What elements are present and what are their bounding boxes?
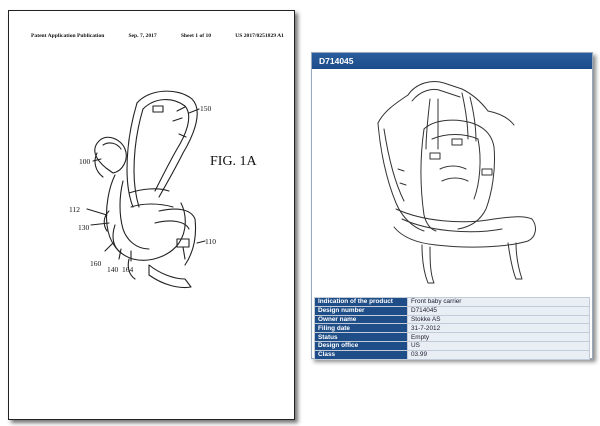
table-row: Indication of the product Front baby car… (314, 297, 590, 307)
row-value: 31-7-2012 (407, 323, 590, 334)
row-label: Design number (314, 305, 408, 316)
patent-header: Patent Application Publication Sep. 7, 2… (31, 33, 284, 39)
row-value: 03.99 (407, 349, 590, 360)
ref-112: 112 (69, 205, 80, 214)
ref-160: 160 (90, 259, 102, 268)
design-info-table: Indication of the product Front baby car… (314, 297, 590, 360)
ref-100: 100 (79, 157, 91, 166)
row-value: Front baby carrier (407, 297, 590, 307)
row-value: Empty (407, 332, 590, 342)
row-value: US (407, 340, 590, 351)
ref-110: 110 (205, 237, 216, 246)
table-row: Filing date 31-7-2012 (314, 323, 590, 334)
table-row: Status Empty (314, 332, 590, 342)
patent-header-number: US 2017/0251829 A1 (235, 33, 284, 39)
ref-150: 150 (200, 104, 212, 113)
row-label: Status (314, 332, 408, 342)
panel-title: D714045 (312, 53, 592, 69)
row-value: Stokke AS (407, 314, 590, 325)
row-label: Owner name (314, 314, 408, 325)
table-row: Design office US (314, 340, 590, 351)
row-label: Class (314, 349, 408, 360)
figure-label: FIG. 1A (210, 154, 257, 169)
patent-header-title: Patent Application Publication (31, 33, 105, 39)
patent-header-date: Sep. 7, 2017 (128, 33, 157, 39)
ref-164: 164 (122, 265, 134, 274)
row-label: Filing date (314, 323, 408, 334)
design-register-panel: D714045 Indication of the product (311, 52, 593, 360)
table-row: Class 03.99 (314, 349, 590, 360)
baby-carrier-design-image (377, 81, 536, 284)
patent-sheet: Patent Application Publication Sep. 7, 2… (8, 10, 295, 420)
table-row: Design number D714045 (314, 305, 590, 316)
baby-carrier-patent-drawing (86, 90, 206, 289)
row-label: Indication of the product (314, 297, 408, 307)
ref-130: 130 (78, 223, 90, 232)
table-row: Owner name Stokke AS (314, 314, 590, 325)
row-value: D714045 (407, 305, 590, 316)
row-label: Design office (314, 340, 408, 351)
patent-header-sheet: Sheet 1 of 10 (180, 33, 212, 39)
ref-140: 140 (107, 265, 119, 274)
